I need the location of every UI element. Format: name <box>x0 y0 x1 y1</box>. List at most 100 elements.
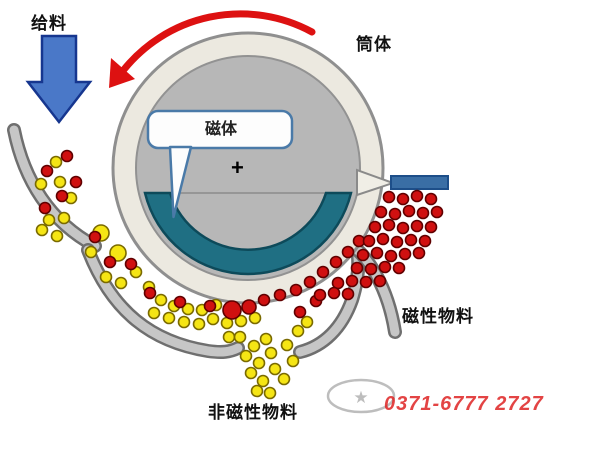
magnetic-material-label: 磁性物料 <box>402 307 474 326</box>
non-magnetic-particle <box>234 314 248 328</box>
magnetic-particle <box>289 283 303 297</box>
magnetic-particle <box>88 230 102 244</box>
magnet-callout-group <box>146 109 294 219</box>
magnetic-particle <box>69 175 83 189</box>
watermark-emblem: ★ <box>326 378 396 414</box>
magnetic-particle <box>329 255 343 269</box>
magnetic-particle <box>373 274 387 288</box>
magnetic-particle <box>345 274 359 288</box>
magnet-arc <box>143 191 353 276</box>
non-magnetic-particle <box>259 332 273 346</box>
non-magnetic-particle <box>252 356 266 370</box>
non-magnetic-particle <box>222 330 236 344</box>
magnet-callout <box>146 109 294 150</box>
magnetic-particle <box>173 295 187 309</box>
non-magnetic-particle <box>300 315 314 329</box>
feed-label: 给料 <box>31 14 67 33</box>
material-dots-layer <box>34 149 444 400</box>
drum-label: 筒体 <box>356 35 392 54</box>
rotation-arrow-head <box>109 58 135 88</box>
drum <box>111 31 385 305</box>
non-magnetic-particle <box>286 354 300 368</box>
non-magnetic-particle <box>109 244 127 262</box>
non-magnetic-particle <box>34 177 48 191</box>
magnetic-particle <box>376 232 390 246</box>
magnetic-particle <box>424 192 438 206</box>
magnetic-particle <box>404 233 418 247</box>
non-magnetic-particle <box>57 211 71 225</box>
non-magnetic-particle <box>84 245 98 259</box>
non-magnetic-particle <box>162 311 176 325</box>
magnetic-particle <box>303 275 317 289</box>
magnetic-particle <box>40 164 54 178</box>
magnetic-particle <box>273 288 287 302</box>
non-magnetic-particle <box>244 366 258 380</box>
non-magnetic-particle <box>99 270 113 284</box>
non-magnetic-particle <box>53 175 67 189</box>
non-magnetic-particle <box>49 155 63 169</box>
non-magnetic-particle <box>35 223 49 237</box>
drum-center-mark: + <box>231 155 244 180</box>
magnetic-particle <box>416 206 430 220</box>
magnetic-particle <box>402 204 416 218</box>
rotation-arrow-arc <box>118 10 316 76</box>
watermark-phone: 0371-6777 2727 <box>384 393 544 415</box>
non-magnetic-particle <box>248 311 262 325</box>
magnetic-particle <box>341 245 355 259</box>
magnetic-particle <box>382 218 396 232</box>
non-magnetic-particle <box>181 302 195 316</box>
non-magnetic-particle <box>247 339 261 353</box>
magnetic-particle <box>356 248 370 262</box>
feed-arrow <box>25 34 93 125</box>
magnetic-particle <box>362 234 376 248</box>
magnetic-particle <box>327 286 341 300</box>
non-magnetic-particle <box>280 338 294 352</box>
drum-inner <box>135 55 361 281</box>
magnetic-particle <box>384 249 398 263</box>
non-magnetic-particle <box>177 315 191 329</box>
non-magnetic-particle <box>50 229 64 243</box>
non-magnetic-particle <box>291 324 305 338</box>
magnetic-particle <box>124 257 138 271</box>
magnetic-particle <box>396 221 410 235</box>
magnetic-particle <box>412 246 426 260</box>
scraper <box>356 168 449 197</box>
magnetic-particle <box>398 247 412 261</box>
magnetic-particle <box>374 205 388 219</box>
non-magnetic-particle <box>268 362 282 376</box>
non-magnetic-particle <box>114 276 128 290</box>
feed-chute-wall <box>7 123 102 253</box>
non-magnetic-particle <box>154 293 168 307</box>
non-magnetic-particle <box>277 372 291 386</box>
magnetic-particle <box>293 305 307 319</box>
magnetic-particle <box>382 190 396 204</box>
magnetic-particle <box>350 261 364 275</box>
magnetic-particle <box>378 260 392 274</box>
magnetic-particle <box>418 234 432 248</box>
non-magnetic-particle <box>264 346 278 360</box>
rotation-arrow <box>109 10 316 88</box>
magnetic-particle <box>313 288 327 302</box>
magnetic-particle <box>103 255 117 269</box>
magnet-callout-pointer <box>168 145 193 219</box>
feed-chute-wall-inner <box>9 125 100 251</box>
watermark-emblem-oval <box>326 378 396 414</box>
magnetic-particle <box>55 189 69 203</box>
scraper-wedge <box>356 168 397 197</box>
magnetic-particle <box>241 299 257 315</box>
magnet-label: 磁体 <box>204 121 237 138</box>
non-magnetic-particle <box>263 386 277 400</box>
non-magnetic-particle <box>147 306 161 320</box>
magnetic-particle <box>359 275 373 289</box>
non-magnetic-particle <box>250 384 264 398</box>
magnetic-particle <box>364 262 378 276</box>
non-magnetic-particle <box>192 317 206 331</box>
non-magnetic-particle <box>42 213 56 227</box>
non-magnetic-particle <box>256 374 270 388</box>
magnetic-particle <box>410 219 424 233</box>
magnetic-particle <box>390 235 404 249</box>
magnetic-particle <box>143 286 157 300</box>
magnetic-particle <box>316 265 330 279</box>
